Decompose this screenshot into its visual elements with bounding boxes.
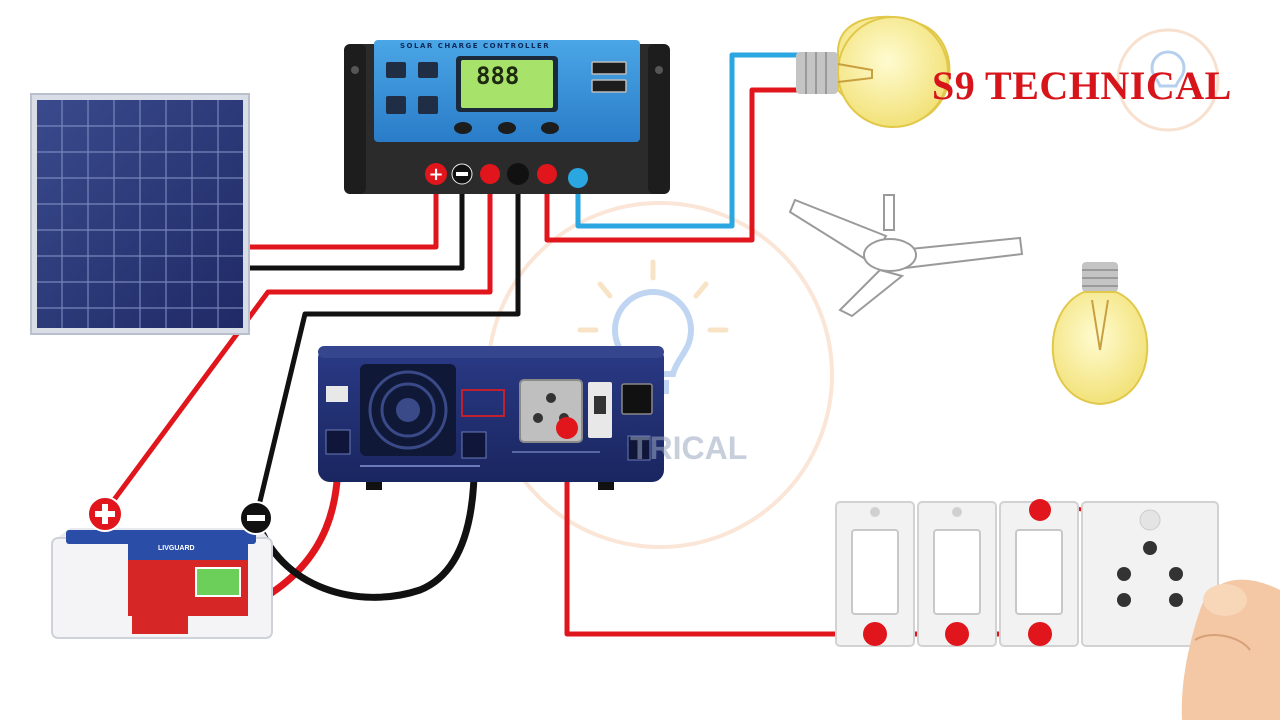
svg-text:+: + [428,164,443,185]
terminal-inverter-output [556,417,578,439]
wire-battery-positive [102,171,493,515]
wire-load-negative [575,52,813,229]
terminal-battery-positive [480,164,500,184]
wire-battery-negative [253,171,521,521]
light-bulb-icon [796,15,951,128]
terminal-solar-positive [425,163,447,185]
wire-solar-negative [245,171,465,271]
battery-brand-label: LIVGUARD [158,545,195,552]
wire-solar-positive [245,171,439,250]
controller-label: SOLAR CHARGE CONTROLLER [400,42,551,50]
switch-terminal-1 [863,622,887,646]
switch-terminal-top [1029,499,1051,521]
solar-panel-icon [30,93,250,335]
terminal-load-positive [537,164,557,184]
small-logo-icon [1116,28,1220,132]
hand-pointer-icon [1181,579,1280,720]
ceiling-fan-icon [788,194,1024,318]
wire-inverter-negative [252,441,478,601]
terminal-battery-negative [507,163,529,185]
brand-title: S9 TECHNICAL [932,63,1232,108]
controller-display: 888 [476,62,520,90]
watermark-text: TRICAL [630,430,748,466]
switchboard-icon [835,499,1219,647]
light-bulb-icon-2 [1051,262,1149,406]
wire-load-positive [544,87,803,243]
charge-controller-icon: + [344,40,670,194]
terminal-load-negative [568,168,588,188]
inverter-icon [318,346,664,490]
switch-terminal-3 [1028,622,1052,646]
switch-terminal-2 [945,622,969,646]
battery-icon [51,496,273,639]
